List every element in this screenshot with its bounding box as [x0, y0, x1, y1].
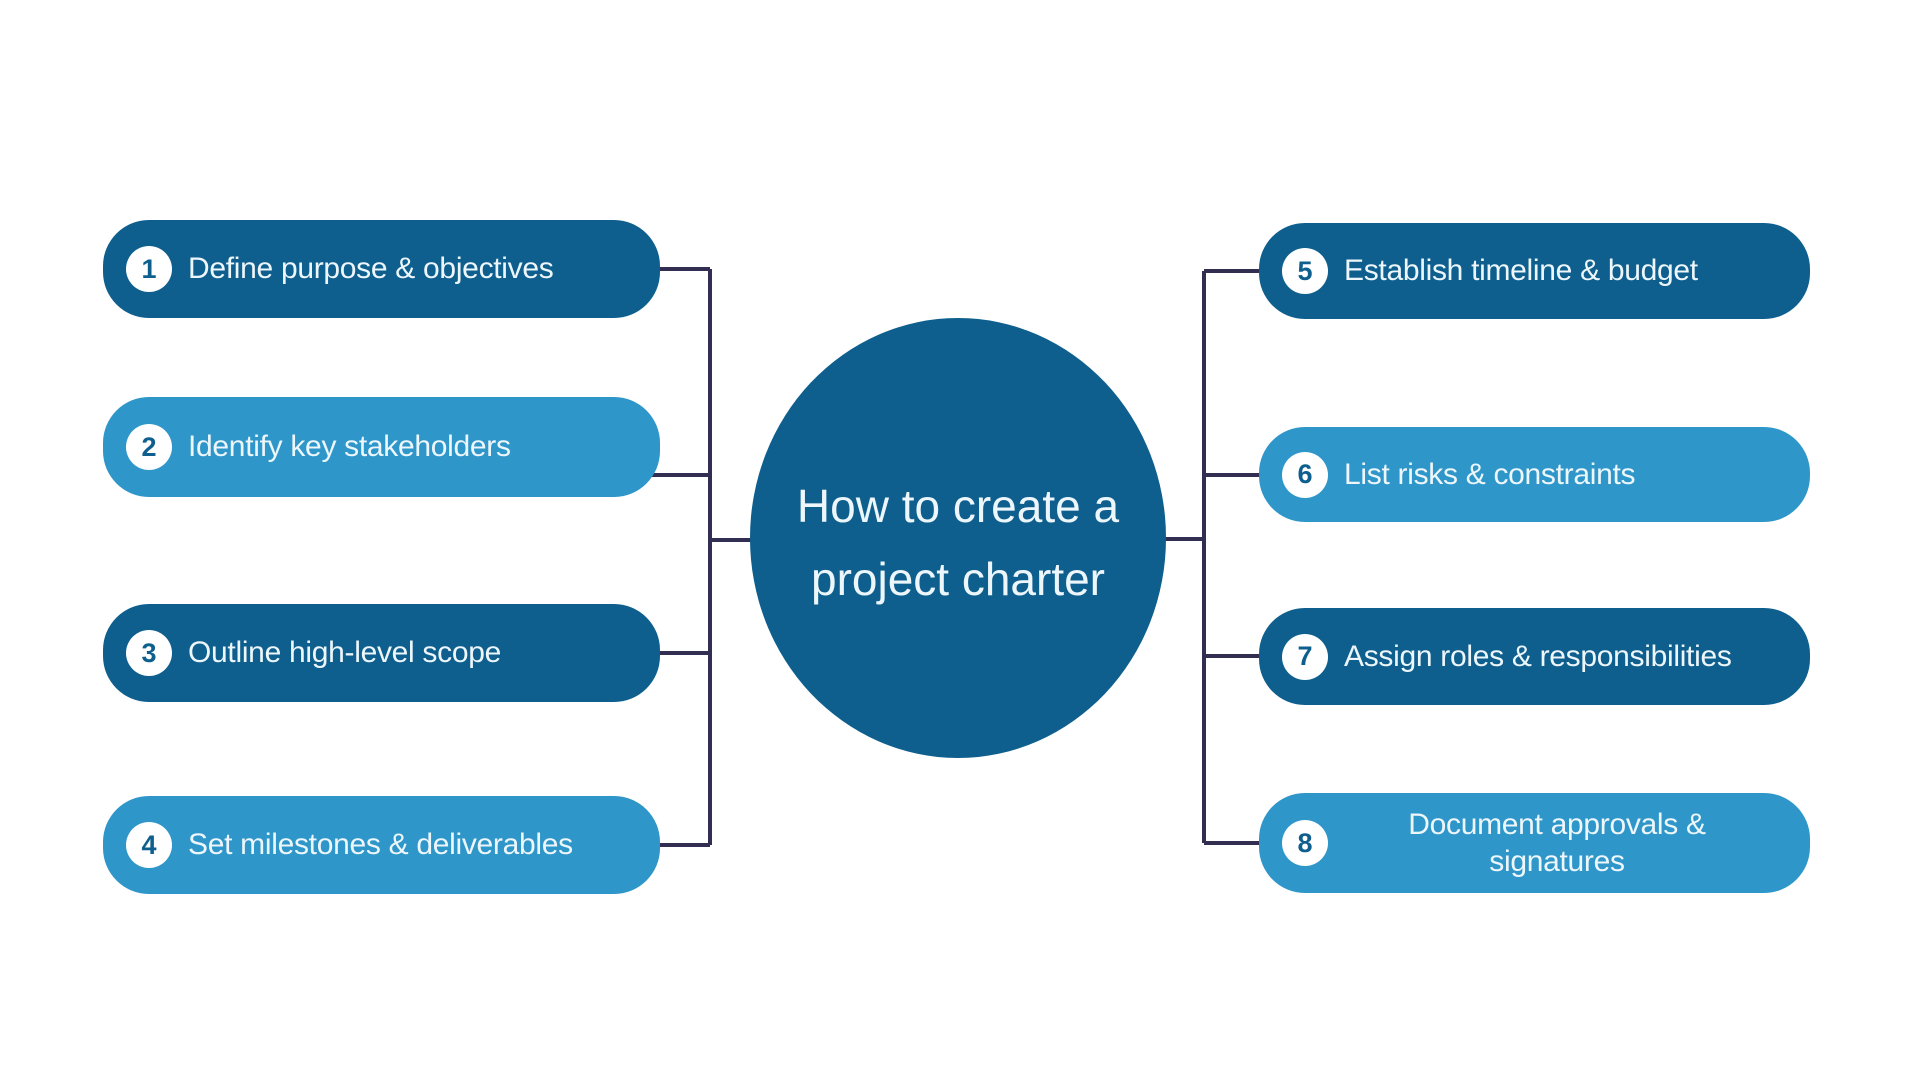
central-topic-circle: How to create a project charter	[750, 318, 1166, 758]
step-pill-2: 2 Identify key stakeholders	[103, 397, 660, 497]
step-number-badge: 8	[1282, 820, 1328, 866]
step-pill-3: 3 Outline high-level scope	[103, 604, 660, 702]
step-number: 2	[141, 431, 157, 462]
central-topic-title-line2: project charter	[810, 553, 1105, 605]
step-number-badge: 3	[126, 630, 172, 676]
step-number: 6	[1297, 459, 1313, 489]
step-number-badge: 5	[1282, 248, 1328, 294]
step-number: 3	[141, 637, 157, 668]
step-pill-1: 1 Define purpose & objectives	[103, 220, 660, 318]
step-number: 8	[1297, 827, 1313, 858]
step-label: List risks & constraints	[1344, 457, 1636, 491]
step-pill-6: 6 List risks & constraints	[1259, 427, 1810, 522]
step-number-badge: 7	[1282, 633, 1328, 680]
step-label: Document approvals & signatures	[1408, 807, 1706, 879]
step-number-badge: 4	[126, 822, 172, 868]
step-pill-7: 7 Assign roles & responsibilities	[1259, 608, 1810, 705]
step-label: Establish timeline & budget	[1344, 254, 1698, 287]
step-number-badge: 2	[126, 424, 172, 470]
step-label: Define purpose & objectives	[188, 252, 554, 285]
step-number-badge: 6	[1282, 451, 1328, 498]
step-number-badge: 1	[126, 246, 172, 292]
step-pill-4: 4 Set milestones & deliverables	[103, 796, 660, 894]
central-topic-title-line1: How to create a	[796, 480, 1120, 532]
step-number: 7	[1297, 641, 1313, 671]
step-label: Assign roles & responsibilities	[1344, 639, 1732, 673]
step-number: 5	[1297, 255, 1313, 286]
step-pill-8: 8 Document approvals & signatures	[1259, 793, 1810, 893]
step-number: 4	[141, 829, 157, 860]
step-label: Identify key stakeholders	[188, 430, 511, 463]
step-label: Outline high-level scope	[188, 636, 501, 669]
step-label: Set milestones & deliverables	[188, 828, 573, 861]
step-pill-5: 5 Establish timeline & budget	[1259, 223, 1810, 319]
step-number: 1	[141, 253, 157, 284]
